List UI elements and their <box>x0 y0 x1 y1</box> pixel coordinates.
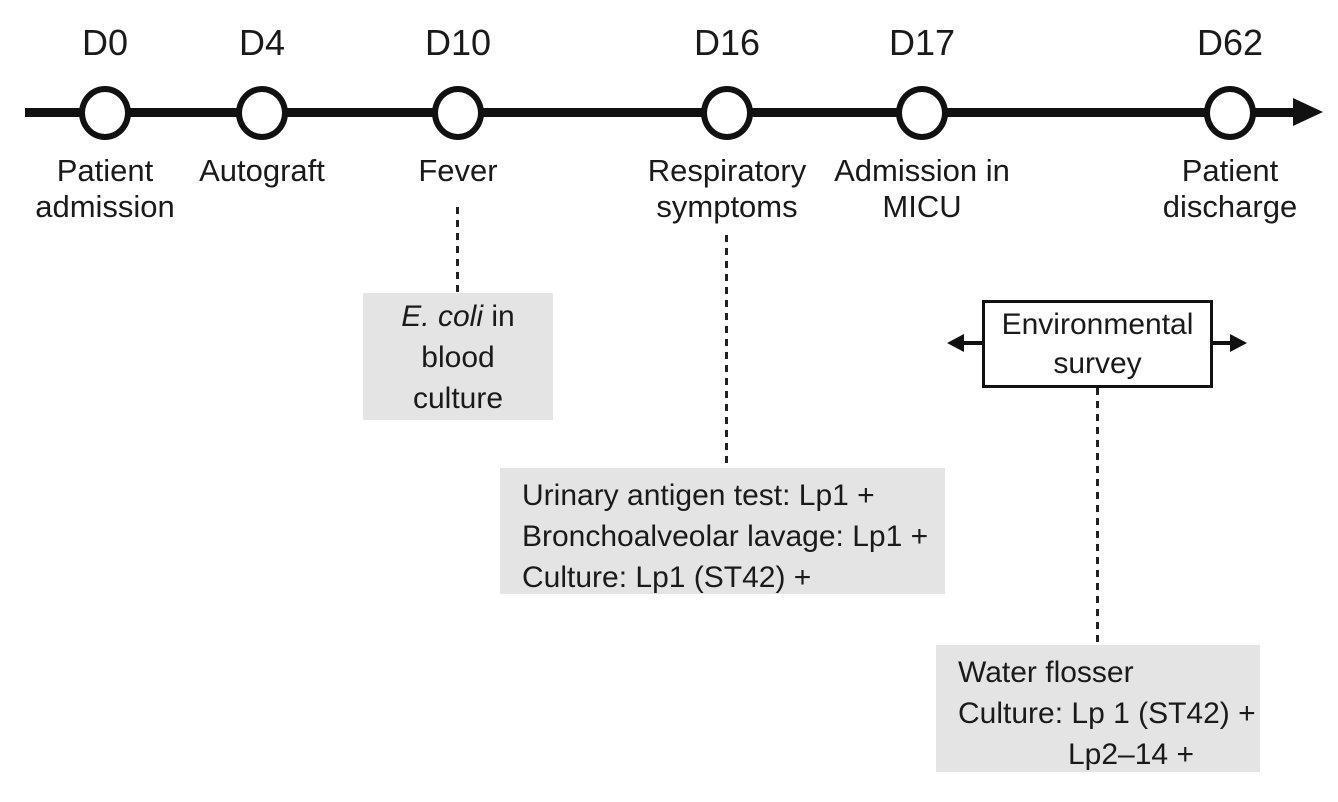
timeline-node-d16 <box>701 86 753 140</box>
event-label-respiratory-symptoms: Respiratory symptoms <box>647 153 807 224</box>
event-label-patient-admission: Patient admission <box>35 153 175 224</box>
survey-right-arrow-shaft <box>1211 341 1233 345</box>
day-label-d10: D10 <box>424 22 492 63</box>
timeline-node-d10 <box>432 86 484 140</box>
day-label-d0: D0 <box>81 22 129 63</box>
timeline-node-d0 <box>79 86 131 140</box>
lab-results-line1: Urinary antigen test: Lp1 + <box>522 479 875 512</box>
event-label-admission-micu: Admission in MICU <box>834 153 1010 224</box>
lab-results-box: Urinary antigen test: Lp1 + Bronchoalveo… <box>500 468 945 594</box>
day-label-d17: D17 <box>888 22 956 63</box>
water-flosser-line3: Lp2–14 + <box>1068 738 1194 771</box>
day-label-d16: D16 <box>693 22 761 63</box>
blood-culture-line2: blood <box>421 341 495 374</box>
survey-left-arrow-icon <box>947 334 964 352</box>
environmental-survey-box: Environmental survey <box>982 300 1213 388</box>
timeline-node-d17 <box>896 86 948 140</box>
day-label-d4: D4 <box>238 22 286 63</box>
water-flosser-line2: Culture: Lp 1 (ST42) + <box>958 697 1256 730</box>
connector-respiratory-to-lab-results <box>725 235 728 468</box>
timeline-axis <box>25 108 1295 117</box>
event-label-autograft: Autograft <box>199 153 325 188</box>
day-label-d62: D62 <box>1196 22 1264 63</box>
connector-survey-to-water-flosser <box>1096 388 1099 645</box>
lab-results-line3: Culture: Lp1 (ST42) + <box>522 561 812 594</box>
blood-culture-box: E. coli in blood culture <box>363 293 553 420</box>
blood-culture-line1-rest: in <box>483 300 515 333</box>
timeline-node-d4 <box>236 86 288 140</box>
water-flosser-line1: Water flosser <box>958 656 1134 689</box>
lab-results-line2: Bronchoalveolar lavage: Lp1 + <box>522 520 929 553</box>
connector-fever-to-blood-culture <box>456 207 459 293</box>
event-label-patient-discharge: Patient discharge <box>1162 153 1298 224</box>
timeline-node-d62 <box>1204 86 1256 140</box>
timeline-arrowhead-icon <box>1293 98 1323 126</box>
organism-name: E. coli <box>401 300 483 333</box>
blood-culture-line3: culture <box>412 382 504 415</box>
event-label-fever: Fever <box>418 153 498 188</box>
survey-left-arrow-shaft <box>961 341 983 345</box>
blood-culture-line1: E. coli in <box>363 296 553 337</box>
survey-right-arrow-icon <box>1230 334 1247 352</box>
water-flosser-box: Water flosser Culture: Lp 1 (ST42) + Lp2… <box>936 645 1260 772</box>
